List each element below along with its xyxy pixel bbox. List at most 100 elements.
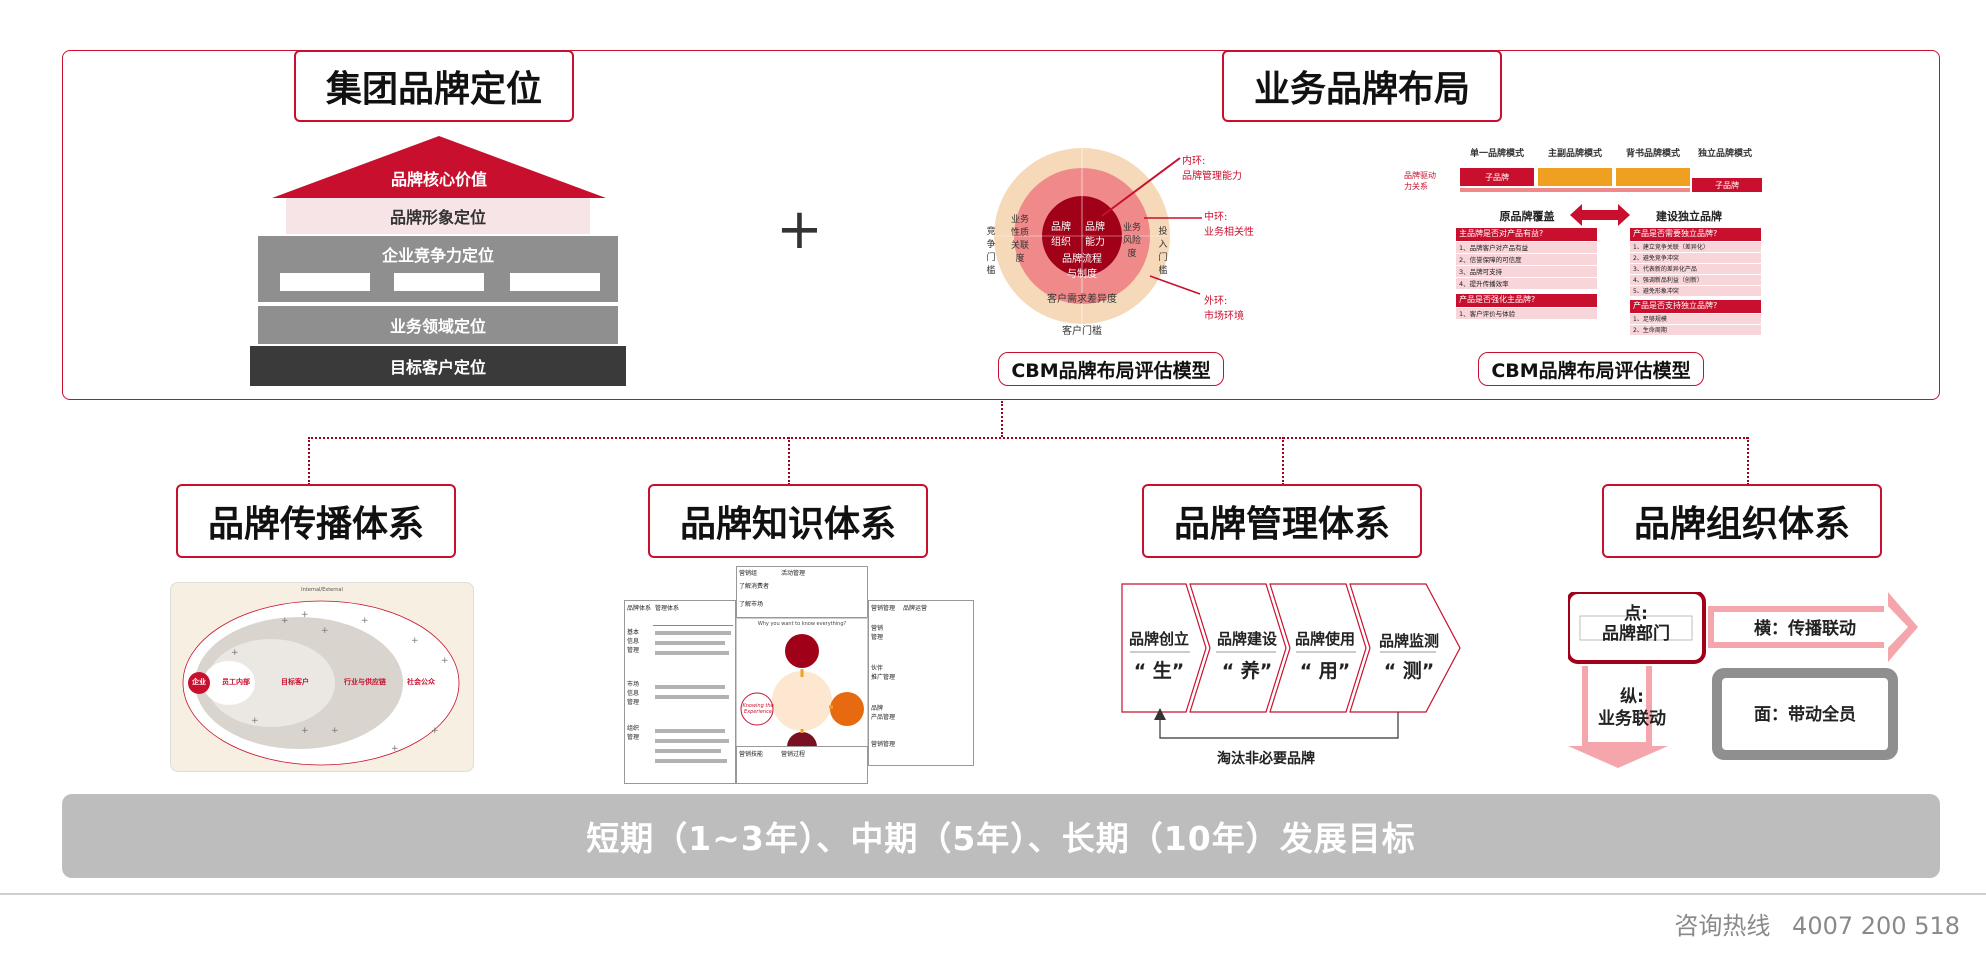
matrix-cell <box>1538 168 1612 186</box>
organization-diagram <box>1568 592 1918 768</box>
cbm-outer-left: 竞 争 门 槛 <box>986 227 996 276</box>
kd-line <box>655 759 727 763</box>
kd-header: 营销技能 <box>739 751 764 758</box>
connector-branch <box>1747 437 1749 485</box>
footer-divider <box>0 893 1986 895</box>
cbm-ring-model <box>994 148 1202 324</box>
svg-text:+: + <box>231 648 239 658</box>
matrix-left-list-1: 1、品牌客户对产品有益 2、信誉保障的可信度 3、品牌可支持 4、提升传播效率 <box>1456 242 1597 290</box>
kd-row: 基本 信息 管理 <box>627 629 640 654</box>
kd-line <box>655 685 725 689</box>
kd-center-word: Knowing the Experience <box>742 703 774 715</box>
svg-text:+: + <box>441 656 449 666</box>
svg-text:+: + <box>431 726 439 736</box>
matrix-item: 2、信誉保障的可信度 <box>1456 254 1597 265</box>
pyramid-slot <box>394 273 484 291</box>
stage-verb: “ 用” <box>1299 660 1351 682</box>
kd-row: 了解市场 <box>739 601 764 608</box>
feedback-label: 淘汰非必要品牌 <box>1217 751 1315 767</box>
matrix-header: 独立品牌模式 <box>1697 149 1752 159</box>
connector-trunk <box>1001 401 1003 437</box>
cbm-caption-left: CBM品牌布局评估模型 <box>998 352 1224 386</box>
svg-text:+: + <box>331 726 339 736</box>
svg-text:+: + <box>301 610 309 620</box>
top-frame <box>62 50 1940 400</box>
matrix-right-list-1: 1、建立竞争关联（差异化） 2、避免竞争冲突 3、代表新的差异化产品 4、强调新… <box>1630 242 1761 297</box>
org-point: 点: 品牌部门 <box>1602 604 1670 644</box>
pyramid-domain-layer: 业务领域定位 <box>258 306 618 344</box>
svg-text:+: + <box>321 626 329 636</box>
matrix-left-title: 原品牌覆盖 <box>1499 210 1555 223</box>
stage-verb: “ 生” <box>1133 660 1185 682</box>
kd-header: 品牌体系 <box>627 605 652 612</box>
kd-row: 组织 管理 <box>627 725 640 741</box>
stage-name: 品牌监测 <box>1378 632 1439 650</box>
pyramid-slot <box>510 273 600 291</box>
cbm-mid-left: 业务 性质 关联 度 <box>1010 215 1029 264</box>
org-horizontal: 横：传播联动 <box>1754 619 1856 639</box>
kd-header: 营销管理 <box>871 605 896 612</box>
matrix-row-label: 品牌驱动 力关系 <box>1404 171 1436 191</box>
kd-line <box>655 739 729 743</box>
kd-row: 营销管理 <box>871 741 896 748</box>
kd-line <box>655 651 729 655</box>
pyramid-slot <box>280 273 370 291</box>
stage-name: 品牌创立 <box>1128 630 1189 648</box>
cbm-mid-right: 业务 风险 度 <box>1122 223 1141 259</box>
kd-header: 管理体系 <box>655 605 680 612</box>
svg-text:+: + <box>251 716 259 726</box>
cbm-outer-bottom: 客户门槛 <box>1062 326 1102 337</box>
connector-branch <box>1282 437 1284 485</box>
kd-line <box>653 625 733 626</box>
connector-bar <box>308 437 1748 439</box>
kd-line <box>655 631 731 635</box>
matrix-left-q1: 主品牌是否对产品有益? <box>1456 228 1597 241</box>
pyramid-competitiveness-label: 企业竞争力定位 <box>381 246 494 265</box>
development-goal-bar: 短期（1~3年）、中期（5年）、长期（10年）发展目标 <box>62 794 1940 878</box>
matrix-right-q2: 产品是否支持独立品牌? <box>1630 300 1761 313</box>
cbm-mid-bottom: 客户需求差异度 <box>1047 294 1117 305</box>
brand-matrix: 单一品牌模式 主副品牌模式 背书品牌模式 独立品牌模式 品牌驱动 力关系 子品牌… <box>1404 142 1762 338</box>
matrix-item: 4、提升传播效率 <box>1456 278 1597 289</box>
kd-header: 活动管理 <box>781 570 806 577</box>
kd-row: 市场 信息 管理 <box>627 681 640 706</box>
cbm-inner-note: 内环: 品牌管理能力 <box>1182 156 1242 182</box>
svg-text:+: + <box>361 616 369 626</box>
matrix-item: 1、足够规模 <box>1630 314 1761 324</box>
matrix-sub-brand: 子品牌 <box>1460 168 1534 186</box>
matrix-item: 5、避免形象冲突 <box>1630 286 1761 296</box>
matrix-item: 3、代表新的差异化产品 <box>1630 264 1761 274</box>
matrix-item: 2、避免竞争冲突 <box>1630 253 1761 263</box>
management-system-title: 品牌管理体系 <box>1142 484 1422 558</box>
kd-row: 营销 管理 <box>871 625 884 641</box>
kd-experience-graphic <box>740 634 864 762</box>
kd-bottom-table: 营销技能 营销过程 <box>736 746 868 784</box>
kd-line <box>655 749 721 753</box>
org-surface: 面：带动全员 <box>1754 705 1856 725</box>
kd-center-title: Why you want to know everything? <box>757 621 847 627</box>
hotline-number: 4007 200 518 <box>1792 912 1960 940</box>
comm-node: 员工内部 <box>222 678 250 686</box>
footer-hotline: 咨询热线 4007 200 518 <box>1674 906 1960 941</box>
communication-system-title: 品牌传播体系 <box>176 484 456 558</box>
kd-line <box>655 695 729 699</box>
pyramid-roof-label: 品牌核心价值 <box>390 170 487 189</box>
matrix-header: 主副品牌模式 <box>1547 149 1602 159</box>
org-vertical: 纵: 业务联动 <box>1598 687 1666 729</box>
pyramid-image-layer: 品牌形象定位 <box>286 198 590 234</box>
pyramid-competitiveness-layer <box>258 236 618 302</box>
cbm-core-bottom: 品牌流程 与制度 <box>1062 254 1102 280</box>
comm-node: 目标客户 <box>281 678 309 686</box>
kd-top-table: 营销组 活动管理 了解消费者 了解市场 <box>736 566 868 618</box>
pyramid-roof <box>272 136 606 198</box>
stage-verb: “ 测” <box>1383 660 1435 682</box>
svg-text:+: + <box>391 744 399 754</box>
pyramid-customer-layer: 目标客户定位 <box>250 346 626 386</box>
matrix-gradient-line <box>1460 188 1690 192</box>
stage-name: 品牌使用 <box>1294 630 1355 648</box>
svg-text:+: + <box>281 616 289 626</box>
kd-header: 营销过程 <box>781 751 806 758</box>
cbm-outer-right: 投 入 门 槛 <box>1158 227 1168 276</box>
kd-row: 伙伴 推广管理 <box>871 665 896 681</box>
organization-system-title: 品牌组织体系 <box>1602 484 1882 558</box>
